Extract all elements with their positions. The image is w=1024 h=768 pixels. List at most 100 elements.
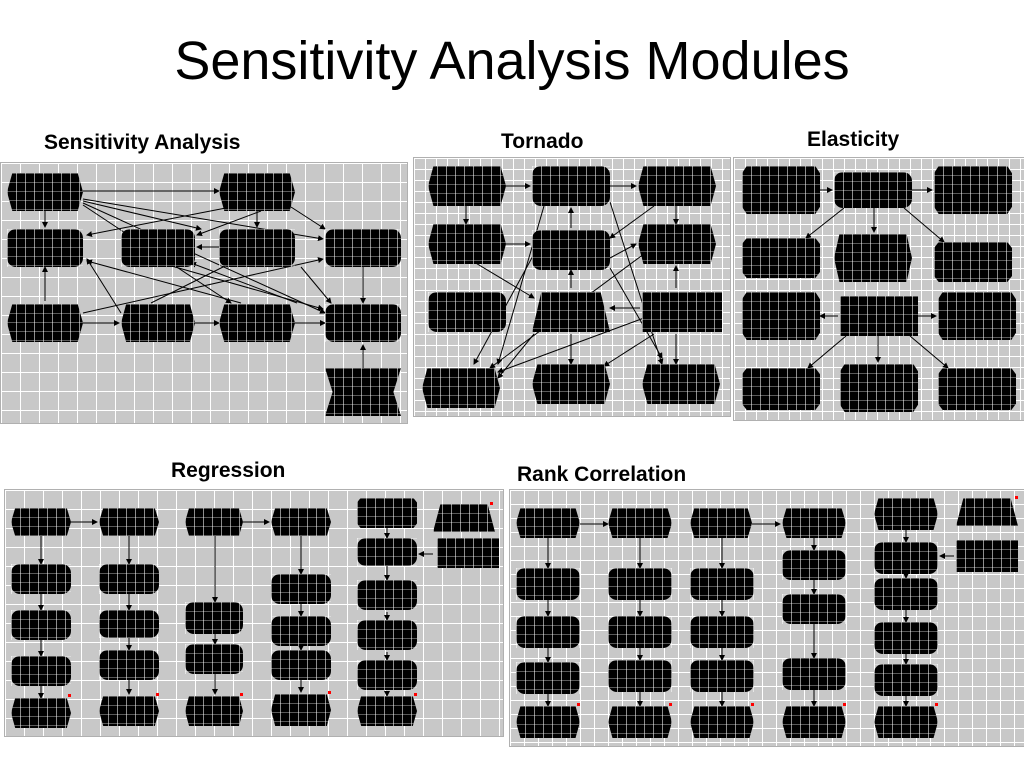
regression-node[interactable] [357,580,417,610]
regression-node[interactable] [185,696,243,726]
tornado-node[interactable] [642,364,720,404]
red-marker [751,703,754,706]
rank-correlation-node[interactable] [782,550,846,580]
rank-correlation-node[interactable] [608,508,672,538]
tornado-label: Tornado [501,130,584,153]
regression-node[interactable] [357,660,417,690]
tornado-node[interactable] [532,230,610,270]
elasticity-node[interactable] [742,368,820,410]
slide-title: Sensitivity Analysis Modules [174,31,850,91]
regression-node[interactable] [433,504,495,532]
elasticity-node[interactable] [938,368,1016,410]
regression-node[interactable] [271,616,331,646]
regression-node[interactable] [271,650,331,680]
rank-correlation-node[interactable] [782,706,846,738]
analysis-node[interactable] [219,229,295,267]
rank-correlation-node[interactable] [782,594,846,624]
tornado-node[interactable] [428,292,506,332]
sensitivity-analysis-diagram [0,162,408,424]
analysis-node[interactable] [7,304,83,342]
elasticity-node[interactable] [840,364,918,412]
regression-node[interactable] [271,508,331,536]
regression-node[interactable] [185,602,243,634]
tornado-node[interactable] [532,364,610,404]
analysis-node[interactable] [121,304,195,342]
regression-node[interactable] [11,508,71,536]
regression-node[interactable] [271,694,331,726]
tornado-node[interactable] [532,166,610,206]
regression-node[interactable] [185,508,243,536]
rank-correlation-node[interactable] [690,508,752,538]
regression-node[interactable] [99,564,159,594]
regression-node[interactable] [357,620,417,650]
rank-correlation-node[interactable] [516,662,580,694]
elasticity-node[interactable] [742,166,820,214]
regression-node[interactable] [357,538,417,566]
analysis-node[interactable] [7,173,83,211]
elasticity-node[interactable] [934,242,1012,282]
rank-correlation-node[interactable] [690,706,754,738]
elasticity-node[interactable] [840,296,918,336]
elasticity-node[interactable] [742,238,820,278]
rank-correlation-node[interactable] [782,658,846,690]
analysis-node[interactable] [325,304,401,342]
red-marker [843,703,846,706]
regression-node[interactable] [357,498,417,528]
rank-correlation-node[interactable] [956,498,1018,526]
analysis-node[interactable] [219,173,295,211]
tornado-node[interactable] [422,368,500,408]
tornado-diagram [413,157,731,417]
elasticity-connectors [805,187,949,369]
regression-node[interactable] [11,656,71,686]
rank-correlation-node[interactable] [782,508,846,538]
analysis-node[interactable] [325,229,401,267]
regression-node[interactable] [99,508,159,536]
rank-correlation-node[interactable] [690,616,754,648]
rank-correlation-node[interactable] [516,508,580,538]
red-marker [577,703,580,706]
rank-correlation-node[interactable] [608,660,672,692]
elasticity-node[interactable] [834,172,912,208]
tornado-node[interactable] [428,224,506,264]
tornado-node[interactable] [638,224,716,264]
regression-node[interactable] [11,610,71,640]
rank-correlation-node[interactable] [516,568,580,600]
rank-correlation-node[interactable] [874,622,938,654]
rank-correlation-node[interactable] [690,660,754,692]
elasticity-node[interactable] [938,292,1016,340]
rank-correlation-node[interactable] [608,616,672,648]
regression-connectors [38,519,433,699]
rank-correlation-node[interactable] [874,498,938,530]
rank-correlation-node[interactable] [874,664,938,696]
regression-node[interactable] [11,698,71,728]
analysis-node[interactable] [7,229,83,267]
analysis-node[interactable] [325,368,401,416]
elasticity-node[interactable] [834,234,912,282]
tornado-node[interactable] [642,292,722,332]
elasticity-node[interactable] [934,166,1012,214]
regression-node[interactable] [437,538,499,568]
tornado-node[interactable] [428,166,506,206]
rank-correlation-node[interactable] [608,706,672,738]
regression-node[interactable] [99,696,159,726]
analysis-node[interactable] [219,304,295,342]
rank-correlation-node[interactable] [608,568,672,600]
rank-correlation-node[interactable] [516,706,580,738]
rank-correlation-node[interactable] [874,706,938,738]
tornado-node[interactable] [532,292,610,332]
rank-correlation-node[interactable] [956,540,1018,572]
regression-node[interactable] [11,564,71,594]
analysis-node[interactable] [121,229,195,267]
rank-correlation-node[interactable] [874,542,938,574]
regression-node[interactable] [271,574,331,604]
elasticity-node[interactable] [742,292,820,340]
rank-correlation-connectors [545,521,954,707]
regression-node[interactable] [99,610,159,638]
rank-correlation-node[interactable] [874,578,938,610]
regression-node[interactable] [185,644,243,674]
rank-correlation-node[interactable] [516,616,580,648]
rank-correlation-node[interactable] [690,568,754,600]
regression-node[interactable] [99,650,159,680]
tornado-node[interactable] [638,166,716,206]
regression-node[interactable] [357,696,417,726]
